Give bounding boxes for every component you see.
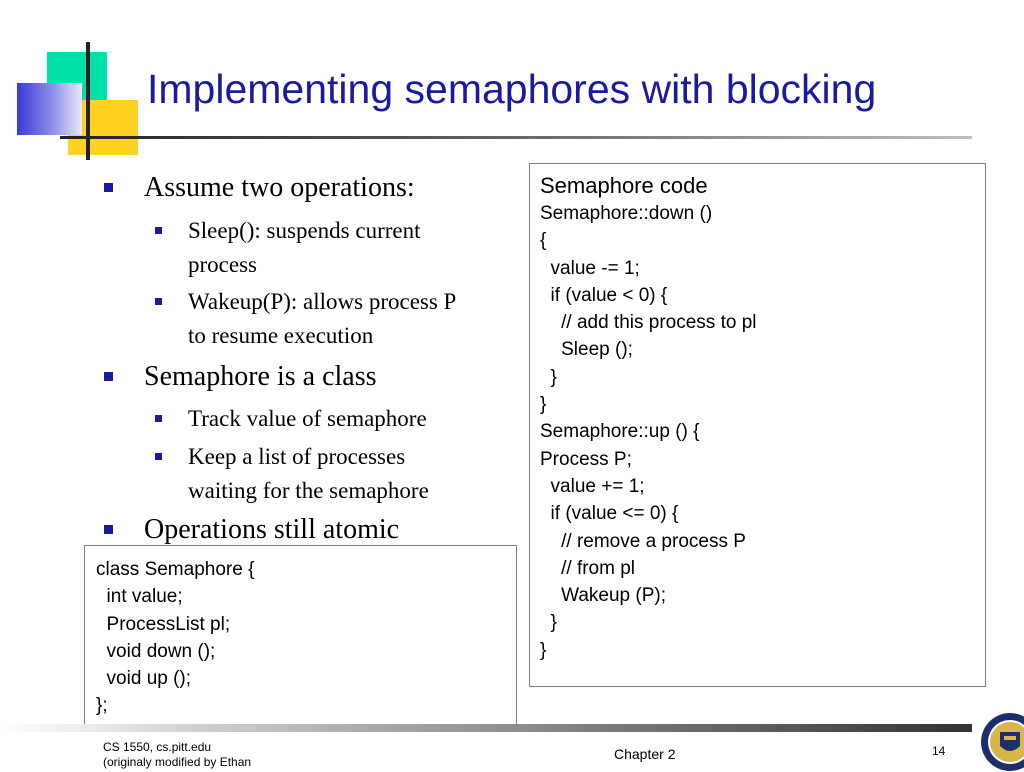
code-line: { bbox=[540, 230, 547, 252]
university-seal-icon bbox=[981, 713, 1024, 771]
code-line: void up (); bbox=[96, 668, 192, 690]
bullet-text: Semaphore is a class bbox=[144, 361, 377, 392]
code-line: Semaphore::up () { bbox=[540, 421, 700, 443]
footer-chapter: Chapter 2 bbox=[614, 746, 676, 762]
sub-bullet-square-icon bbox=[155, 298, 162, 305]
code-line: } bbox=[540, 612, 557, 634]
code-line: } bbox=[540, 366, 557, 388]
code-line: // remove a process P bbox=[540, 530, 746, 552]
decor-blue-square bbox=[17, 83, 82, 135]
sub-bullet-text: Sleep(): suspends current bbox=[188, 218, 421, 243]
code-line: void down (); bbox=[96, 640, 216, 662]
slide-title: Implementing semaphores with blocking bbox=[147, 66, 877, 112]
footer-bar bbox=[0, 724, 972, 732]
code-line: Sleep (); bbox=[540, 339, 633, 361]
footer-course-line: CS 1550, cs.pitt.edu bbox=[103, 740, 212, 754]
bullet-text: Operations still atomic bbox=[144, 514, 400, 545]
code-line: if (value <= 0) { bbox=[540, 503, 679, 525]
code-line: } bbox=[540, 639, 547, 661]
title-underline bbox=[60, 136, 972, 139]
sub-bullet-square-icon bbox=[155, 227, 162, 234]
code-line: value -= 1; bbox=[540, 257, 640, 279]
code-heading: Semaphore code bbox=[540, 173, 708, 198]
code-line: ProcessList pl; bbox=[96, 613, 231, 635]
code-line: if (value < 0) { bbox=[540, 284, 668, 306]
code-line: Wakeup (P); bbox=[540, 585, 666, 607]
sub-bullet-text: waiting for the semaphore bbox=[188, 478, 429, 503]
semaphore-code-box: Semaphore code Semaphore::down () { valu… bbox=[529, 163, 986, 687]
footer-course-info: CS 1550, cs.pitt.edu (originaly modified… bbox=[103, 740, 251, 770]
code-line: int value; bbox=[96, 586, 183, 608]
decor-vertical-line bbox=[86, 42, 90, 160]
code-line: }; bbox=[96, 695, 108, 717]
bullet-square-icon bbox=[104, 372, 113, 381]
sub-bullet-text: process bbox=[188, 252, 257, 277]
code-line: Process P; bbox=[540, 448, 632, 470]
sub-bullet-text: Wakeup(P): allows process P bbox=[188, 289, 457, 314]
code-line: value += 1; bbox=[540, 475, 645, 497]
footer-credit-line: (originaly modified by Ethan bbox=[103, 755, 252, 769]
code-line: // from pl bbox=[540, 557, 636, 579]
sub-bullet-text: Keep a list of processes bbox=[188, 444, 406, 469]
class-definition-box: class Semaphore { int value; ProcessList… bbox=[84, 545, 517, 727]
sub-bullet-text: to resume execution bbox=[188, 323, 374, 348]
code-line: Semaphore::down () bbox=[540, 203, 713, 224]
bullet-square-icon bbox=[104, 183, 113, 192]
code-line: } bbox=[540, 394, 547, 416]
sub-bullet-square-icon bbox=[155, 415, 162, 422]
code-line: class Semaphore { bbox=[96, 559, 255, 580]
code-line: // add this process to pl bbox=[540, 312, 757, 334]
sub-bullet-text: Track value of semaphore bbox=[188, 406, 427, 431]
bullet-text: Assume two operations: bbox=[144, 172, 415, 203]
sub-bullet-square-icon bbox=[155, 453, 162, 460]
page-number: 14 bbox=[932, 744, 946, 758]
bullet-square-icon bbox=[104, 525, 113, 534]
